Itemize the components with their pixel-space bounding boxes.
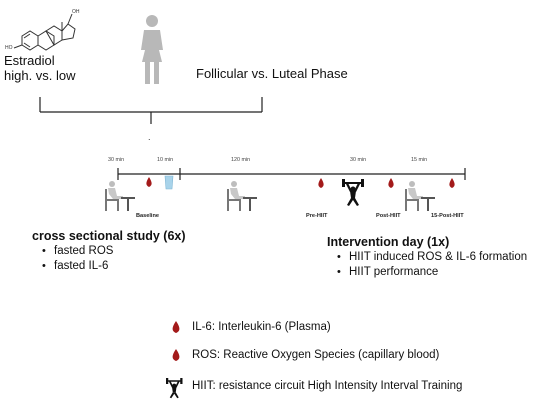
duration-label: 30 min <box>350 157 367 163</box>
duration-label: 120 min <box>231 157 251 163</box>
dot-mark: . <box>148 132 151 142</box>
seated-person-icon <box>105 181 135 211</box>
timepoint-baseline: Baseline <box>136 213 160 219</box>
blood-drop-icon <box>172 349 180 361</box>
duration-label: 30 min <box>108 157 125 163</box>
blood-drop-icon <box>172 321 180 333</box>
timepoint-pre-hiit: Pre-HIIT <box>306 213 328 219</box>
svg-text:OH: OH <box>72 9 80 15</box>
timeline <box>117 168 466 180</box>
seated-person-icon <box>227 181 257 211</box>
glass-icon <box>164 175 174 190</box>
list-item: fasted IL-6 <box>42 260 108 272</box>
legend-il6: IL-6: Interleukin-6 (Plasma) <box>192 321 331 333</box>
timepoint-post15: 15-Post-HIIT <box>431 213 464 219</box>
blood-drop-icon <box>388 178 394 188</box>
estradiol-structure-icon <box>13 13 76 51</box>
woman-icon <box>141 15 163 84</box>
blood-drop-icon <box>146 177 152 187</box>
blood-drop-icon <box>449 178 455 188</box>
duration-label: 15 min <box>411 157 428 163</box>
hormone-label: Estradiol <box>4 53 55 68</box>
list-item: HIIT induced ROS & IL-6 formation <box>337 251 527 263</box>
hormone-contrast-label: high. vs. low <box>4 68 76 83</box>
phase-label: Follicular vs. Luteal Phase <box>196 66 348 81</box>
cross-sectional-title: cross sectional study (6x) <box>32 229 186 243</box>
dumbbell-person-icon <box>342 179 364 206</box>
intervention-title: Intervention day (1x) <box>327 235 450 249</box>
svg-text:HO: HO <box>5 45 13 51</box>
timepoint-post-hiit: Post-HIIT <box>376 213 401 219</box>
legend-ros: ROS: Reactive Oxygen Species (capillary … <box>192 349 440 361</box>
seated-person-icon <box>405 181 435 211</box>
dumbbell-person-icon <box>166 378 183 399</box>
blood-drop-icon <box>318 178 324 188</box>
list-item: fasted ROS <box>42 245 113 257</box>
list-item: HIIT performance <box>337 266 438 278</box>
legend-hiit: HIIT: resistance circuit High Intensity … <box>192 380 463 392</box>
bracket <box>39 97 263 124</box>
duration-label: 10 min <box>157 157 174 163</box>
